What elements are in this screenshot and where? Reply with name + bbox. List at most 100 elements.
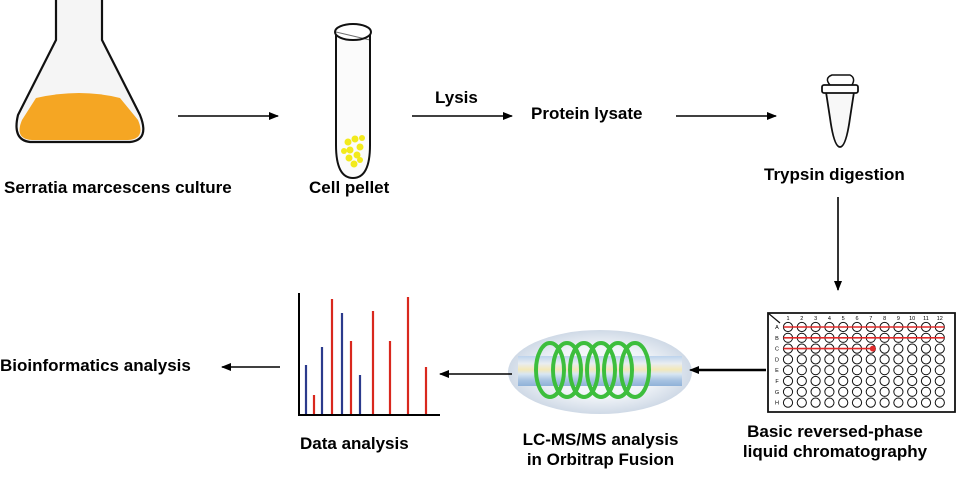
culture-liquid xyxy=(19,93,141,140)
orbitrap-coil xyxy=(551,341,583,399)
label-trypsin-digestion: Trypsin digestion xyxy=(764,165,905,184)
plate-well xyxy=(879,397,890,408)
plate-well xyxy=(851,354,863,365)
plate-well xyxy=(920,343,932,354)
plate-well xyxy=(893,397,904,408)
plate-well xyxy=(934,386,945,397)
label-bioinformatics-analysis: Bioinformatics analysis xyxy=(0,356,191,375)
label-bprp-line2: liquid chromatography xyxy=(742,442,928,461)
plate-well xyxy=(920,365,932,376)
plate-well xyxy=(851,386,863,397)
plate-well xyxy=(851,375,863,387)
plate-well xyxy=(879,365,890,376)
orbitrap-icon xyxy=(508,330,692,414)
plate-well xyxy=(879,375,890,387)
plate-well xyxy=(934,375,945,387)
plate-well xyxy=(934,354,945,365)
plate-well xyxy=(782,354,794,365)
plate-well xyxy=(907,386,918,397)
plate-well xyxy=(865,386,876,397)
plate-well xyxy=(810,386,821,397)
plate-well xyxy=(934,397,945,408)
plate-row-label: E xyxy=(775,368,779,374)
plate-well xyxy=(824,397,835,408)
label-bprp-line1: Basic reversed-phase xyxy=(747,422,923,441)
plate-well xyxy=(920,386,932,397)
plate-well xyxy=(782,365,794,376)
orbitrap-coil xyxy=(585,341,617,399)
plate-column-label: 3 xyxy=(814,316,817,322)
plate-column-label: 5 xyxy=(842,316,845,322)
plate-well xyxy=(934,343,945,354)
plate-well xyxy=(796,354,807,365)
label-lcms-analysis: LC-MS/MS analysis in Orbitrap Fusion xyxy=(493,430,708,470)
plate-well xyxy=(824,375,835,387)
plate-column-label: 6 xyxy=(855,316,858,322)
label-cell-pellet: Cell pellet xyxy=(309,178,390,197)
plate-well xyxy=(907,397,918,408)
plate-well xyxy=(851,365,863,376)
plate-well xyxy=(893,343,904,354)
plate-well xyxy=(796,375,807,387)
plate-column-label: 2 xyxy=(800,316,803,322)
label-serratia-culture: Serratia marcescens culture xyxy=(4,178,232,197)
plate-well xyxy=(782,397,794,408)
plate-row-label: D xyxy=(775,357,779,363)
plate-well xyxy=(920,397,932,408)
plate-well xyxy=(838,397,849,408)
microcentrifuge-tube-icon xyxy=(821,74,859,148)
plate-row-label: H xyxy=(775,401,779,407)
plate-well xyxy=(810,375,821,387)
plate-well xyxy=(865,397,876,408)
plate-column-label: 11 xyxy=(923,316,929,322)
label-basic-reversed-phase: Basic reversed-phase liquid chromatograp… xyxy=(720,422,950,462)
plate-well xyxy=(796,365,807,376)
plate-well xyxy=(893,365,904,376)
plate-row-label: B xyxy=(775,336,779,342)
plate-well xyxy=(879,354,890,365)
plate-well xyxy=(907,354,918,365)
plate-well xyxy=(920,354,932,365)
plate-well xyxy=(893,386,904,397)
label-lcms-line2: in Orbitrap Fusion xyxy=(526,450,675,469)
erlenmeyer-flask-icon xyxy=(15,0,145,144)
plate-well xyxy=(824,365,835,376)
plate-well xyxy=(782,386,794,397)
mass-spectrum-icon xyxy=(298,293,440,416)
label-lysis: Lysis xyxy=(435,88,478,107)
plate-well xyxy=(865,354,876,365)
plate-well xyxy=(810,365,821,376)
plate-column-label: 10 xyxy=(909,316,915,322)
orbitrap-coil xyxy=(534,341,566,399)
flow-arrows xyxy=(178,112,842,378)
orbitrap-coil xyxy=(619,341,651,399)
plate-column-label: 1 xyxy=(786,316,789,322)
plate-well xyxy=(865,365,876,376)
plate-column-label: 8 xyxy=(883,316,886,322)
plate-well xyxy=(838,354,849,365)
plate-well xyxy=(838,365,849,376)
plate-column-label: 7 xyxy=(869,316,872,322)
plate-row-label: C xyxy=(775,347,779,353)
plate-well xyxy=(824,386,835,397)
plate-well xyxy=(934,365,945,376)
plate-well xyxy=(824,354,835,365)
plate-well xyxy=(810,397,821,408)
plate-column-label: 9 xyxy=(897,316,900,322)
plate-well xyxy=(838,386,849,397)
plate-well xyxy=(879,386,890,397)
plate-row-label: A xyxy=(775,325,779,331)
plate-well xyxy=(893,354,904,365)
plate-well xyxy=(838,375,849,387)
plate-well xyxy=(782,375,794,387)
plate-well xyxy=(865,375,876,387)
plate-well xyxy=(920,375,932,387)
label-lcms-line1: LC-MS/MS analysis xyxy=(522,430,679,449)
plate-well xyxy=(907,365,918,376)
orbitrap-coil xyxy=(602,341,634,399)
plate-well xyxy=(893,375,904,387)
label-protein-lysate: Protein lysate xyxy=(531,104,643,123)
plate-column-label: 12 xyxy=(937,316,943,322)
